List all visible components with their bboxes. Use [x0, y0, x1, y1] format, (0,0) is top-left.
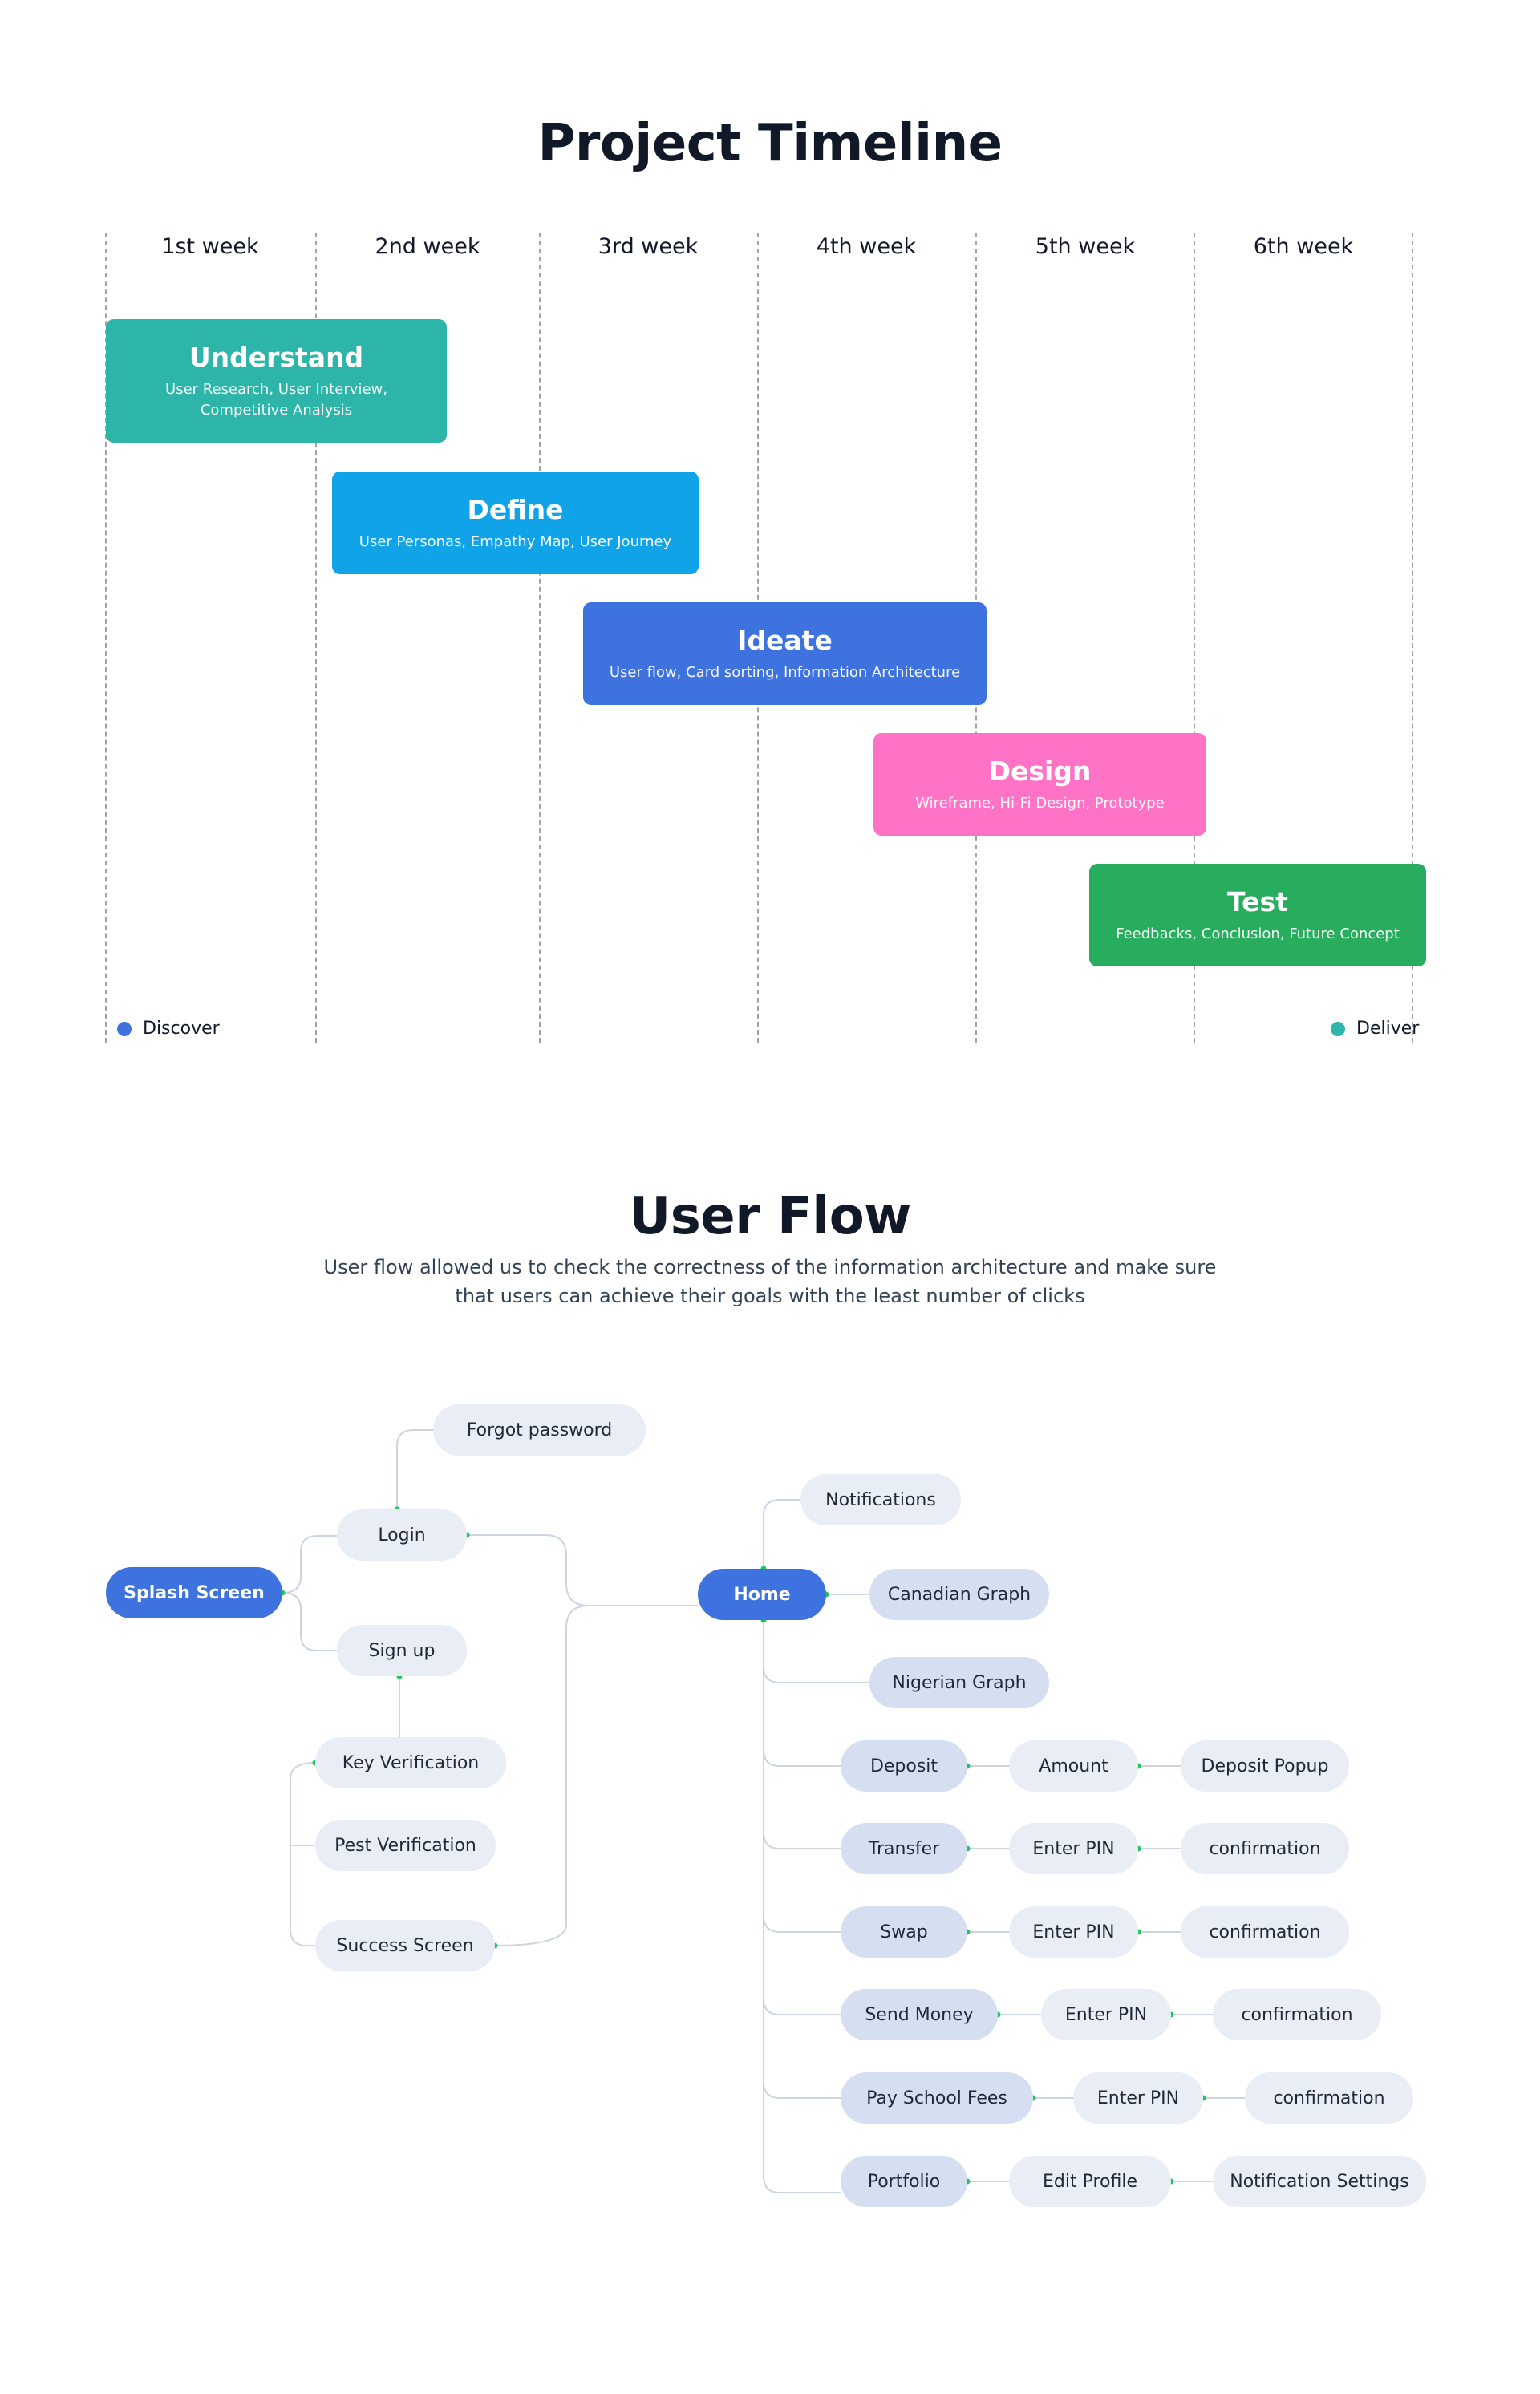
connector	[282, 1535, 337, 1594]
legend-discover: Discover	[117, 1019, 220, 1039]
node-success-screen: Success Screen	[315, 1920, 495, 1971]
phase-subtitle: Feedbacks, Conclusion, Future Concept	[1116, 926, 1400, 942]
connector	[290, 1762, 316, 1946]
legend-dot-icon	[1331, 1021, 1345, 1036]
week-label-4: 4th week	[816, 234, 917, 259]
node-confirmation: confirmation	[1245, 2072, 1413, 2124]
week-divider	[539, 233, 541, 1043]
phase-ideate: Ideate User flow, Card sorting, Informat…	[583, 602, 987, 705]
node-splash-screen: Splash Screen	[106, 1567, 282, 1618]
userflow-title: User Flow	[629, 1187, 911, 1246]
node-canadian-graph: Canadian Graph	[869, 1569, 1049, 1620]
week-label-2: 2nd week	[375, 234, 480, 259]
node-portfolio: Portfolio	[841, 2156, 967, 2207]
node-pest-verification: Pest Verification	[315, 1820, 496, 1871]
node-confirmation: confirmation	[1181, 1906, 1349, 1958]
legend-dot-icon	[117, 1021, 132, 1036]
node-pay-school-fees: Pay School Fees	[841, 2072, 1033, 2124]
node-swap: Swap	[841, 1906, 967, 1958]
node-confirmation: confirmation	[1213, 1989, 1381, 2040]
connector	[494, 1605, 590, 1946]
week-divider	[1412, 233, 1413, 1043]
phase-subtitle: Wireframe, Hi-Fi Design, Prototype	[915, 795, 1165, 812]
week-label-6: 6th week	[1253, 234, 1354, 259]
timeline-title: Project Timeline	[537, 114, 1003, 173]
node-notification-settings: Notification Settings	[1213, 2156, 1426, 2207]
phase-test: Test Feedbacks, Conclusion, Future Conce…	[1089, 864, 1426, 966]
week-label-1: 1st week	[161, 234, 259, 259]
node-send-money: Send Money	[841, 1989, 998, 2040]
phase-subtitle: User Personas, Empathy Map, User Journey	[359, 533, 672, 550]
node-notifications: Notifications	[800, 1474, 961, 1525]
connector	[282, 1592, 337, 1651]
connector	[763, 1998, 841, 2015]
node-login: Login	[337, 1509, 467, 1561]
week-divider	[1194, 233, 1195, 1043]
node-enter-pin: Enter PIN	[1009, 1823, 1138, 1874]
week-label-3: 3rd week	[598, 234, 699, 259]
phase-subtitle: User flow, Card sorting, Information Arc…	[609, 664, 961, 681]
connector	[763, 1666, 869, 1683]
phase-design: Design Wireframe, Hi-Fi Design, Prototyp…	[873, 733, 1206, 836]
phase-title: Test	[1227, 886, 1288, 917]
legend-deliver: Deliver	[1331, 1019, 1419, 1039]
phase-define: Define User Personas, Empathy Map, User …	[332, 472, 699, 574]
node-amount: Amount	[1009, 1740, 1138, 1792]
phase-subtitle: User Research, User Interview, Competiti…	[165, 381, 387, 419]
node-sign-up: Sign up	[337, 1625, 467, 1676]
node-transfer: Transfer	[841, 1823, 967, 1874]
connector	[763, 1832, 841, 1849]
connector	[467, 1534, 698, 1606]
phase-title: Define	[467, 494, 564, 525]
node-nigerian-graph: Nigerian Graph	[869, 1657, 1049, 1708]
node-enter-pin: Enter PIN	[1009, 1906, 1138, 1958]
phase-title: Ideate	[737, 625, 833, 656]
week-label-5: 5th week	[1035, 234, 1136, 259]
userflow-description-line: that users can achieve their goals with …	[455, 1285, 1085, 1307]
legend-label: Discover	[143, 1019, 220, 1039]
connector	[763, 2081, 841, 2099]
node-key-verification: Key Verification	[315, 1737, 506, 1788]
connector	[763, 1499, 800, 1569]
node-confirmation: confirmation	[1181, 1823, 1349, 1874]
userflow-description-line: User flow allowed us to check the correc…	[323, 1256, 1217, 1278]
node-home: Home	[698, 1569, 826, 1620]
node-deposit: Deposit	[841, 1740, 967, 1792]
connector	[763, 1749, 841, 1767]
connector	[763, 1620, 841, 2193]
node-enter-pin: Enter PIN	[1041, 1989, 1171, 2040]
node-enter-pin: Enter PIN	[1073, 2072, 1203, 2124]
connector	[396, 1429, 433, 1508]
week-divider	[105, 233, 107, 1043]
phase-title: Design	[988, 755, 1092, 787]
node-deposit-popup: Deposit Popup	[1181, 1740, 1349, 1792]
phase-understand: Understand User Research, User Interview…	[106, 319, 447, 443]
week-divider	[315, 233, 317, 1043]
phase-title: Understand	[188, 342, 364, 373]
connector	[763, 1915, 841, 1933]
legend-label: Deliver	[1356, 1019, 1420, 1039]
node-forgot-password: Forgot password	[433, 1404, 646, 1456]
node-edit-profile: Edit Profile	[1009, 2156, 1171, 2207]
